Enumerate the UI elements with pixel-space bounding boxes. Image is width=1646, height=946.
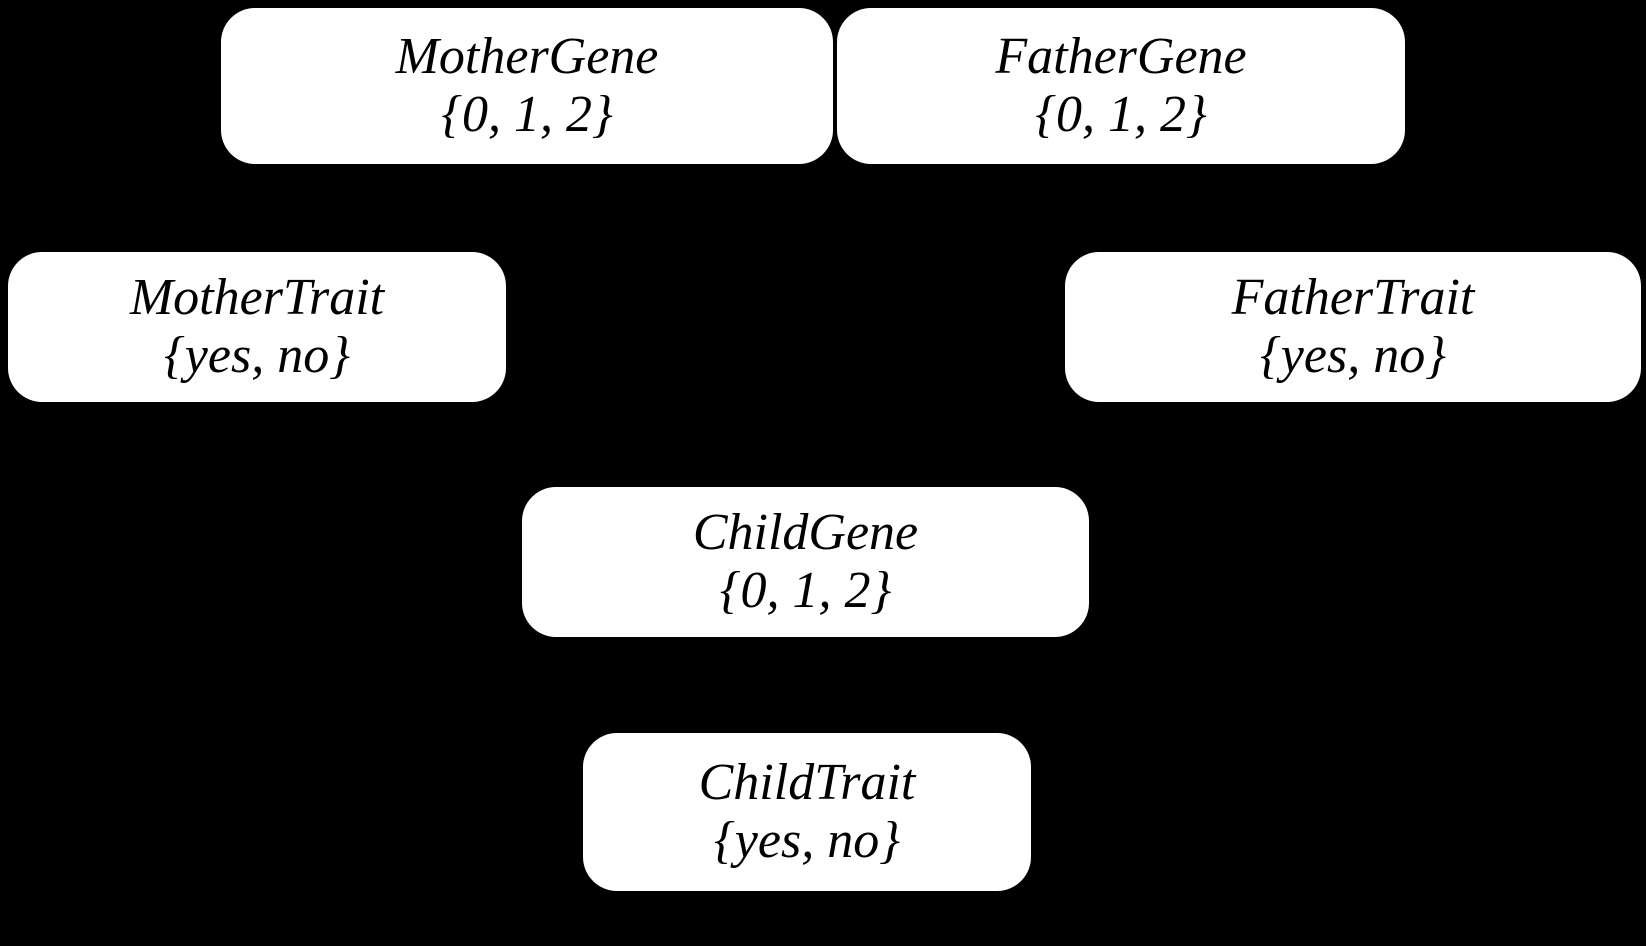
node-mother-gene-domain: {0, 1, 2} (441, 86, 613, 143)
node-father-trait[interactable]: FatherTrait {yes, no} (1065, 252, 1641, 402)
node-child-gene-domain: {0, 1, 2} (719, 562, 892, 619)
node-mother-trait-domain: {yes, no} (164, 327, 350, 384)
node-child-trait-domain: {yes, no} (714, 812, 900, 869)
node-child-trait[interactable]: ChildTrait {yes, no} (583, 733, 1031, 891)
node-child-gene-label: ChildGene (692, 503, 919, 561)
node-father-gene-domain: {0, 1, 2} (1035, 86, 1207, 143)
node-child-trait-label: ChildTrait (698, 753, 916, 811)
node-father-gene[interactable]: FatherGene {0, 1, 2} (837, 8, 1405, 164)
node-father-trait-label: FatherTrait (1231, 268, 1475, 326)
node-mother-trait[interactable]: MotherTrait {yes, no} (8, 252, 506, 402)
node-father-gene-label: FatherGene (995, 27, 1247, 85)
node-mother-gene[interactable]: MotherGene {0, 1, 2} (221, 8, 833, 164)
node-father-trait-domain: {yes, no} (1260, 327, 1446, 384)
node-mother-trait-label: MotherTrait (129, 268, 385, 326)
node-child-gene[interactable]: ChildGene {0, 1, 2} (522, 487, 1089, 637)
node-mother-gene-label: MotherGene (395, 27, 659, 85)
